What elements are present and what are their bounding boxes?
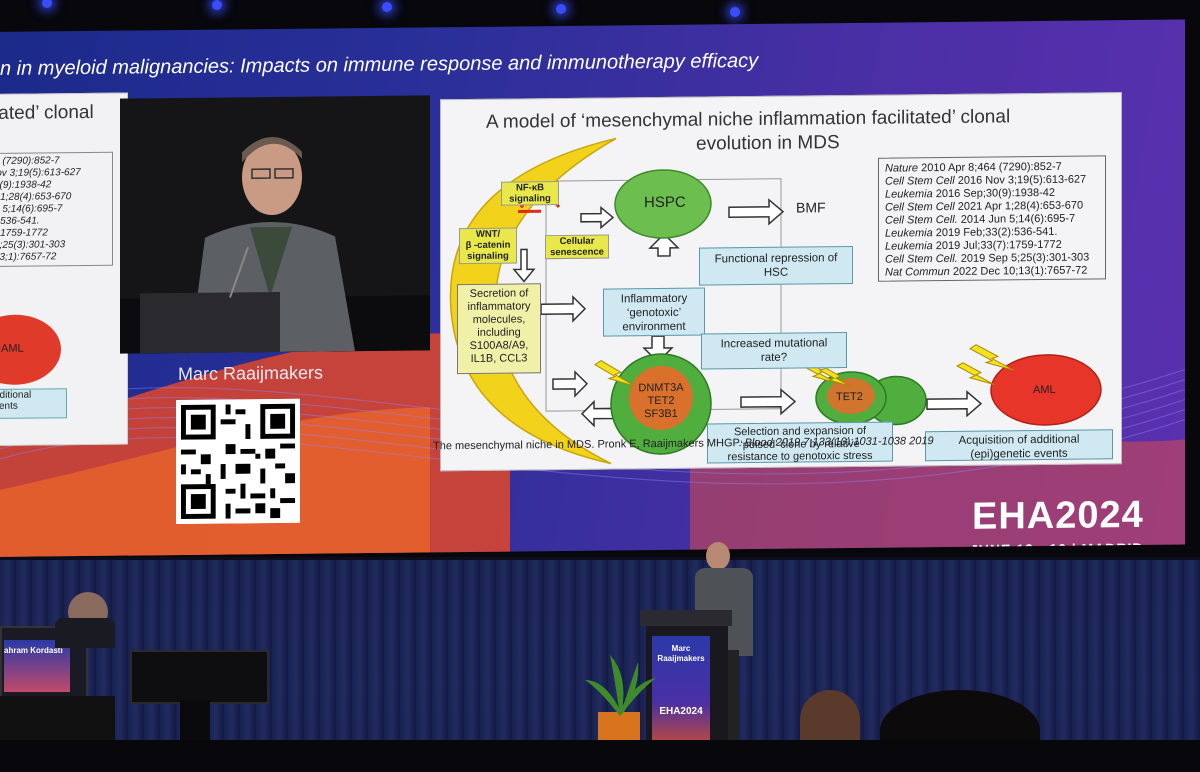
secretion-line: including	[477, 326, 521, 339]
mutational-line: rate?	[760, 351, 788, 364]
left-slide-heading: tated’ clonal	[0, 101, 94, 124]
moderator-sign: ahram Kordasti	[4, 640, 70, 692]
main-slide: A model of ‘mesenchymal niche inflammati…	[433, 92, 1122, 472]
mutational-rate-box: Increased mutational rate?	[701, 332, 847, 370]
diagram-graphics	[449, 137, 1102, 465]
secretion-line: IL1B, CCL3	[470, 352, 528, 365]
eha-logo: EHA2024	[972, 493, 1144, 538]
podium-name-line: Raaijmakers	[657, 654, 705, 663]
inflammatory-line: ‘genotoxic’	[626, 306, 682, 320]
wnt-box: WNT/ β -catenin signaling	[459, 227, 517, 265]
reference-line: 13;1):7657-72	[0, 251, 57, 263]
nfkb-box: NF-κB signaling	[501, 181, 559, 206]
wnt-line: β -catenin	[465, 239, 511, 252]
eha-dates: JUNE 13 - 16 | MADRID	[970, 539, 1144, 557]
podium-name-line: Marc	[671, 644, 691, 653]
functional-repression-box: Functional repression of HSC	[699, 245, 853, 286]
wnt-line: WNT/	[475, 228, 501, 240]
secretion-box: Secretion of inflammatory molecules, inc…	[457, 283, 541, 375]
inflammatory-environment-box: Inflammatory ‘genotoxic’ environment	[603, 287, 705, 337]
speaker-video	[120, 95, 430, 354]
podium-name: Marc Raaijmakers	[656, 644, 706, 664]
caption-citation: Blood 2019 7;133(10):1031-1038 2019	[744, 435, 934, 450]
left-acq-line: vents	[0, 400, 18, 412]
stage-light	[382, 2, 392, 12]
mutational-line: Increased mutational	[720, 337, 828, 351]
secretion-line: inflammatory	[467, 300, 531, 313]
left-aml-label: AML	[1, 342, 24, 355]
inflammatory-line: environment	[622, 320, 686, 334]
stage-light	[42, 0, 52, 8]
left-acquisition-box: dditional vents	[0, 388, 67, 419]
qr-code	[176, 398, 300, 525]
gene-line: DNMT3A	[638, 381, 684, 395]
functional-line: HSC	[763, 266, 789, 279]
secretion-line: Secretion of	[469, 287, 529, 300]
stage-light	[556, 4, 566, 14]
reference-line: Nat Commun 2022 Dec 10;13(1):7657-72	[885, 264, 1088, 279]
clone-genes-label: DNMT3A TET2 SF3B1	[637, 382, 685, 422]
tet2-label: TET2	[836, 390, 863, 404]
senescence-line: senescence	[550, 246, 604, 259]
stage-light	[212, 0, 222, 10]
talk-title: n in myeloid malignancies: Impacts on im…	[0, 49, 759, 80]
nfkb-line: NF-κB	[516, 182, 544, 194]
bmf-label: BMF	[796, 199, 826, 216]
moderator-table-base	[0, 696, 115, 744]
stage-light	[730, 7, 740, 17]
senescence-line: Cellular	[559, 235, 595, 248]
reference-line: Cell Stem Cell. 2014 Jun 5;14(6):695-7	[885, 212, 1076, 227]
hspc-label: HSPC	[644, 193, 686, 212]
left-slide-preview: tated’ clonal 4 (7290):852-7 lov 3;19(5)…	[0, 92, 128, 447]
gene-line: TET2	[647, 394, 675, 408]
podium-screen: Marc Raaijmakers EHA2024	[652, 636, 710, 746]
senescence-box: Cellular senescence	[545, 234, 609, 260]
acquisition-box: Acquisition of additional (epi)genetic e…	[925, 429, 1113, 462]
left-aml-circle: AML	[0, 314, 61, 386]
plant-leaves	[585, 655, 656, 716]
podium-top	[640, 610, 732, 626]
selection-line: resistance to genotoxic stress	[727, 449, 873, 464]
speaker-head	[706, 542, 730, 570]
floor	[0, 740, 1200, 772]
hspc-circle	[614, 169, 712, 239]
speaker-figure	[120, 95, 430, 354]
secretion-line: S100A8/A9,	[469, 339, 529, 352]
nfkb-line: signaling	[509, 193, 551, 205]
gene-line: SF3B1	[644, 407, 678, 421]
qr-code-icon	[176, 398, 300, 525]
functional-line: Functional repression of	[714, 252, 838, 266]
wnt-line: signaling	[467, 250, 509, 263]
references-box: Nature 2010 Apr 8;464 (7290):852-7 Cell …	[878, 155, 1106, 282]
aml-circle	[990, 354, 1102, 426]
inflammatory-line: Inflammatory	[620, 292, 688, 306]
left-slide-references: 4 (7290):852-7 lov 3;19(5):613-627 0(9):…	[0, 151, 113, 267]
secretion-line: molecules,	[472, 313, 526, 326]
projection-screen: n in myeloid malignancies: Impacts on im…	[0, 19, 1185, 557]
podium: Marc Raaijmakers EHA2024	[646, 626, 728, 750]
speaker-legs	[725, 650, 739, 750]
reference-line: Cell Stem Cell 2016 Nov 3;19(5):613-627	[885, 173, 1087, 188]
aml-label: AML	[1033, 383, 1056, 397]
monitor-stand	[180, 700, 210, 740]
moderator-body	[55, 618, 115, 648]
speaker-name: Marc Raaijmakers	[178, 362, 324, 385]
left-acq-line: dditional	[0, 389, 32, 401]
acquisition-line: (epi)genetic events	[970, 447, 1068, 461]
stage-monitor	[130, 650, 269, 704]
podium-logo: EHA2024	[659, 706, 703, 717]
